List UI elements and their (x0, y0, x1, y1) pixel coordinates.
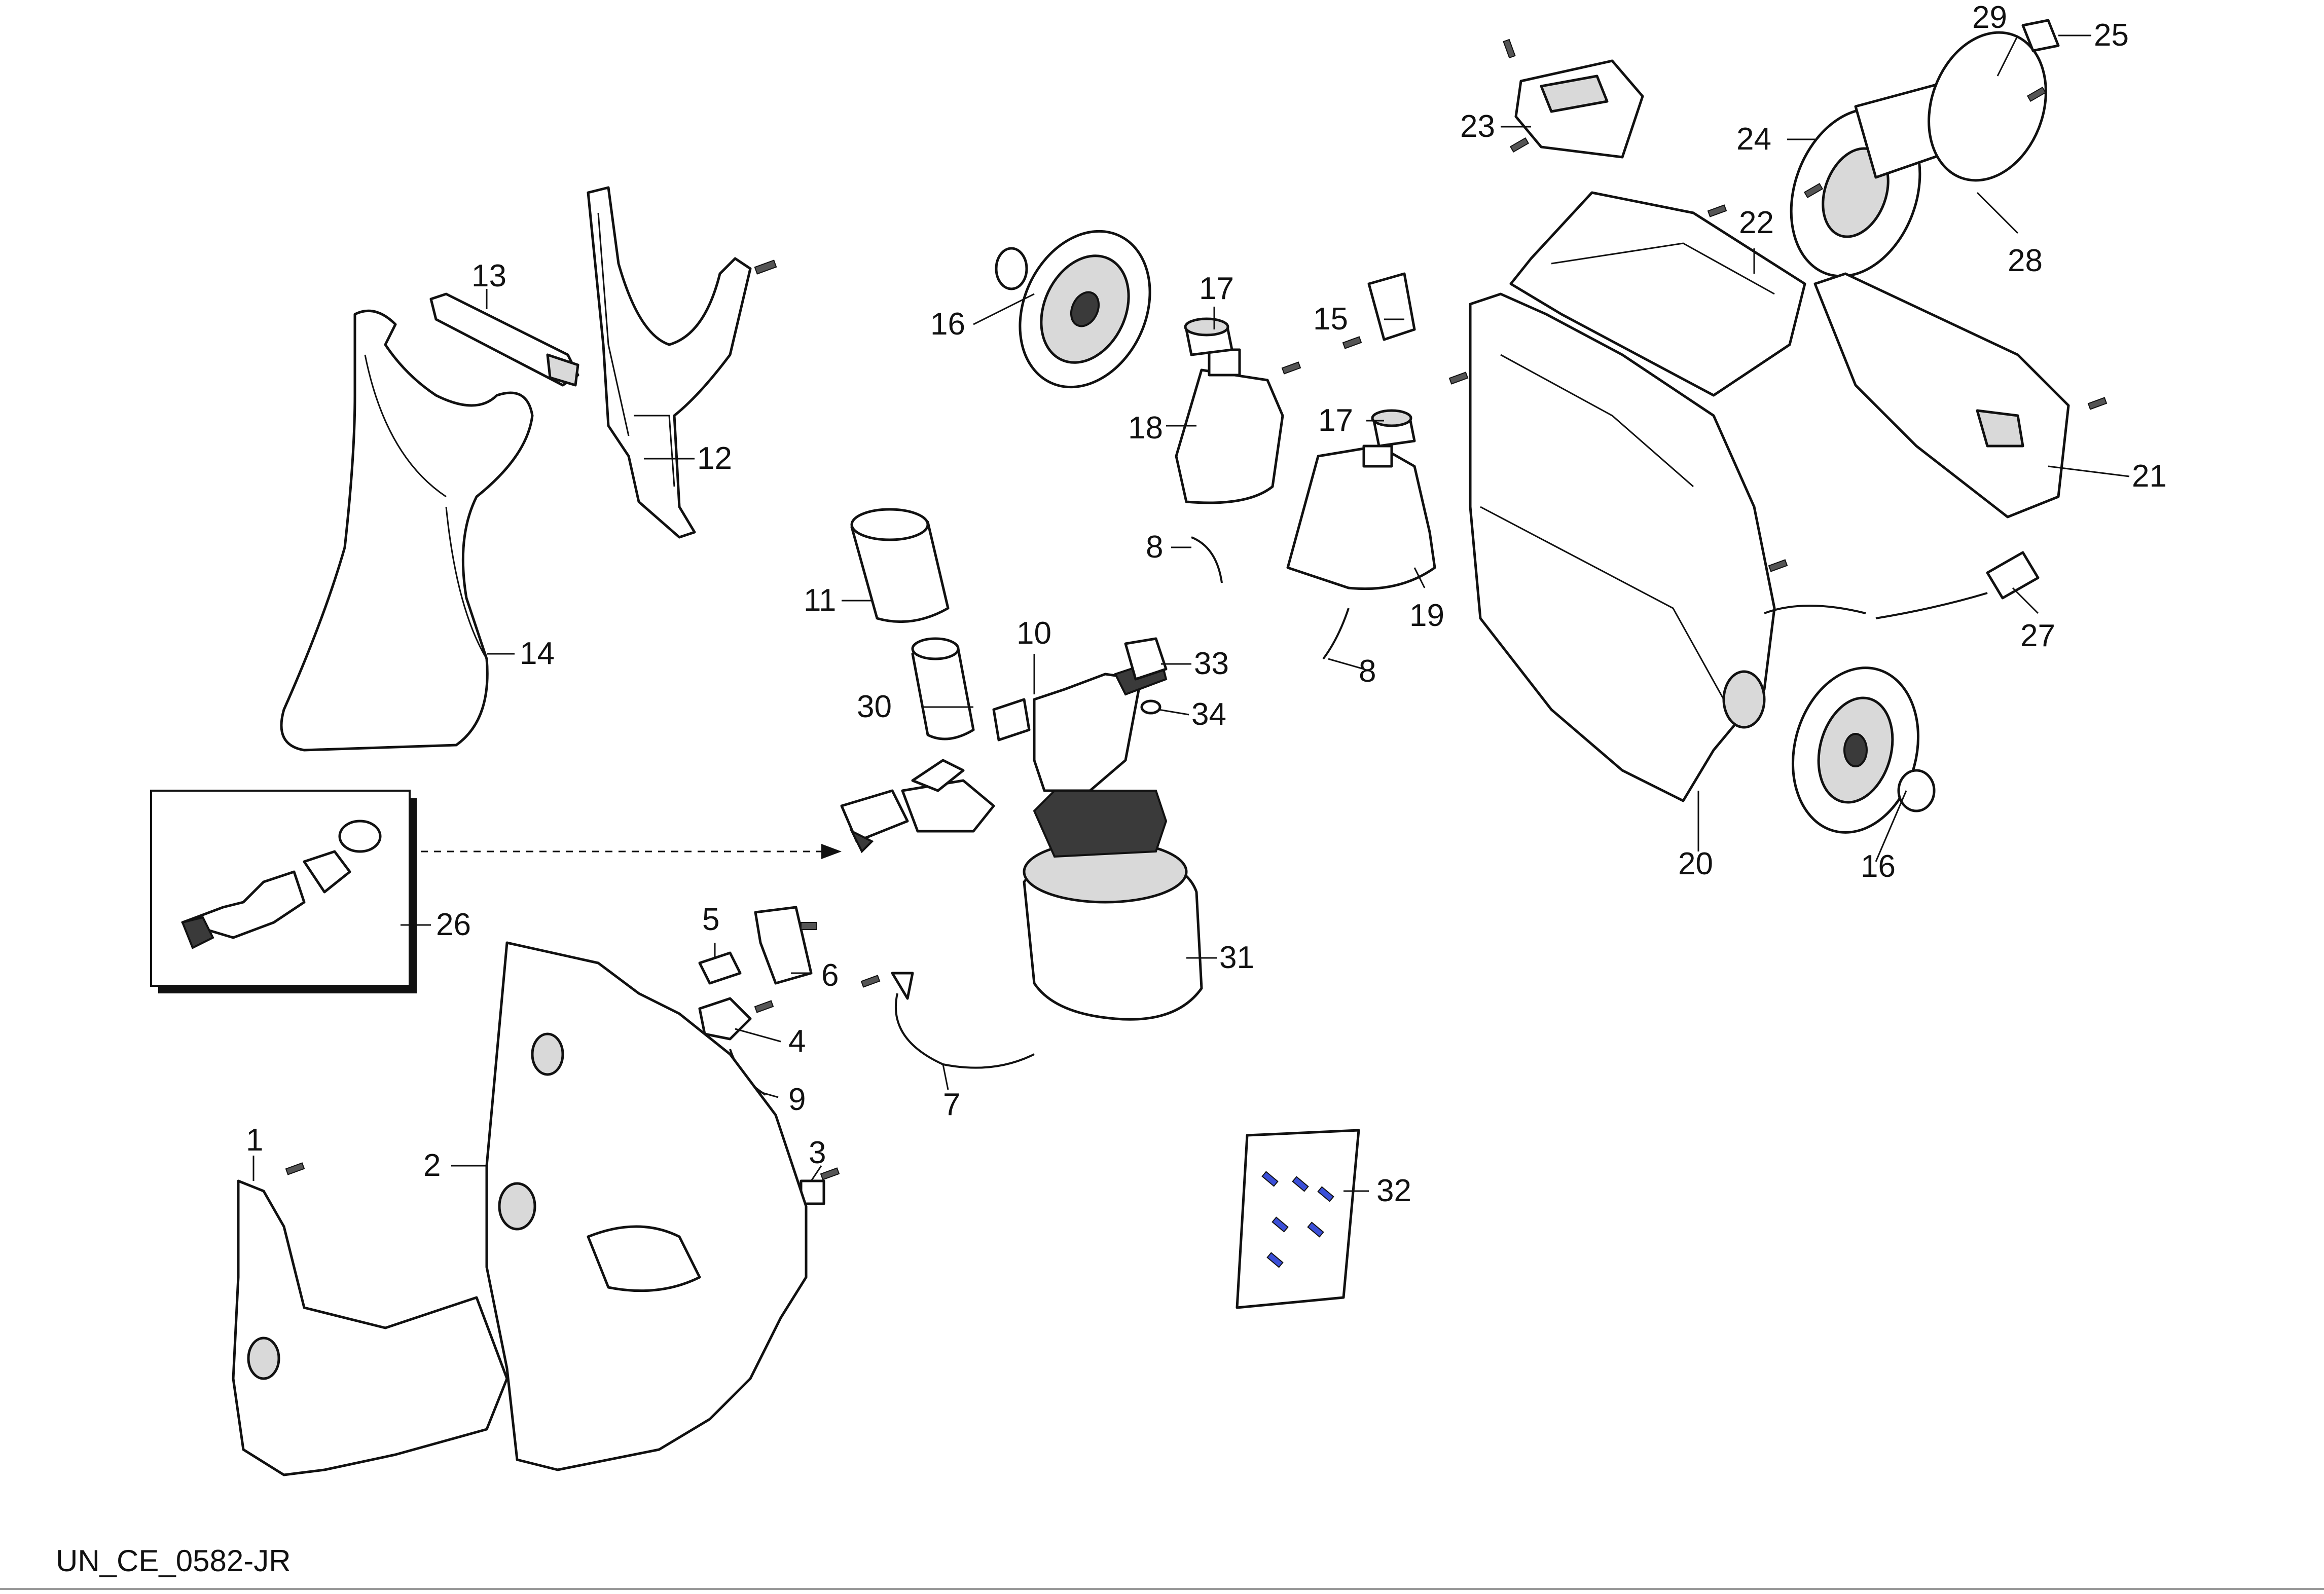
callout-17a: 17 (1199, 271, 1234, 306)
part-7-strap (891, 972, 1035, 1069)
callout-28: 28 (2008, 243, 2043, 278)
screw-icon (820, 1167, 840, 1180)
callout-21: 21 (2132, 459, 2167, 494)
part-10-pump-head (992, 657, 1168, 792)
screw-icon (2026, 86, 2047, 102)
part-26-inset-box (150, 790, 417, 993)
callout-31: 31 (1219, 940, 1254, 975)
callout-22: 22 (1739, 205, 1774, 240)
callout-25: 25 (2094, 18, 2129, 53)
screw-icon (1281, 361, 1301, 375)
screw-icon (1768, 559, 1788, 572)
part-11-filter-cover (850, 508, 950, 623)
part-18-detergent-bottle (1175, 348, 1284, 504)
part-2-housing (485, 941, 808, 1471)
drawing-code: UN_CE_0582-JR (56, 1544, 291, 1578)
part-27-power-cable (1764, 551, 2040, 619)
part-33-fitting (1124, 637, 1168, 681)
part-8-hose-b (1322, 608, 1350, 660)
screw-icon (754, 1000, 774, 1013)
part-17-cap-a (1184, 317, 1233, 356)
callout-30: 30 (857, 689, 892, 724)
callout-32: 32 (1376, 1173, 1411, 1208)
screw-icon (1342, 336, 1362, 349)
screw-icon (1509, 137, 1530, 153)
callout-13: 13 (471, 258, 506, 293)
callout-12: 12 (697, 441, 732, 476)
callout-4: 4 (788, 1024, 806, 1059)
part-14-handle-cover (280, 309, 534, 752)
callout-20: 20 (1678, 846, 1713, 881)
screw-icon (1707, 204, 1727, 217)
part-5-knob (698, 951, 742, 985)
inlet-connector (840, 759, 995, 854)
callout-8a: 8 (1146, 530, 1163, 565)
leader-lines (252, 34, 2130, 1192)
callout-26: 26 (436, 907, 471, 942)
callout-11: 11 (804, 583, 836, 618)
callout-19: 19 (1409, 598, 1444, 633)
callout-6: 6 (821, 958, 839, 993)
part-19-tank (1286, 444, 1436, 590)
arrow-head-icon (821, 844, 842, 859)
part-13-handle-bar (429, 292, 579, 387)
part-24-hose-reel (1790, 31, 2047, 278)
part-32-screw-bag (1236, 1129, 1360, 1309)
part-16-wheel-left (995, 230, 1151, 389)
part-17-cap-b (1371, 409, 1416, 448)
screw-icon (754, 260, 777, 275)
callout-9: 9 (788, 1082, 806, 1117)
callout-3: 3 (809, 1135, 826, 1170)
part-34-oring (1140, 699, 1161, 715)
part-6-switch (754, 906, 817, 985)
screw-icon (1503, 39, 1516, 59)
part-12-handle-frame (587, 186, 752, 539)
part-8-hose-a (1191, 536, 1223, 583)
part-21-rear-cover (1813, 272, 2070, 518)
callout-29: 29 (1972, 0, 2007, 35)
part-25-knob (2021, 19, 2060, 52)
screw-icon (1803, 182, 1824, 199)
part-4-knob-housing (698, 997, 752, 1041)
callout-1: 1 (246, 1123, 263, 1158)
part-23-bracket (1514, 59, 1644, 159)
callout-8b: 8 (1359, 654, 1376, 689)
screw-icon (860, 975, 881, 988)
part-20-main-chassis (1469, 292, 1776, 802)
callout-33: 33 (1194, 646, 1229, 681)
callout-16b: 16 (1861, 849, 1896, 884)
callout-2: 2 (423, 1148, 441, 1183)
callout-5: 5 (702, 902, 719, 937)
screw-icon (2087, 397, 2108, 410)
callout-14: 14 (520, 636, 555, 671)
screw-icon (1448, 372, 1469, 385)
screw-icon (285, 1162, 305, 1175)
part-22-top-cover (1509, 191, 1806, 397)
part-16-wheel-right (1791, 666, 1936, 834)
callout-24: 24 (1736, 122, 1771, 157)
callout-10: 10 (1016, 616, 1051, 651)
part-30-filter-insert (911, 637, 975, 740)
callout-23: 23 (1460, 109, 1495, 144)
part-31-motor (1023, 790, 1203, 1021)
callout-17b: 17 (1318, 403, 1353, 438)
part-1-side-cover (232, 1179, 509, 1476)
callout-15: 15 (1313, 302, 1348, 337)
callout-18: 18 (1128, 411, 1163, 446)
part-15-clip (1367, 272, 1416, 341)
callout-16a: 16 (930, 307, 965, 342)
callout-27: 27 (2020, 618, 2055, 653)
callout-7: 7 (943, 1087, 960, 1122)
callout-34: 34 (1191, 697, 1226, 732)
